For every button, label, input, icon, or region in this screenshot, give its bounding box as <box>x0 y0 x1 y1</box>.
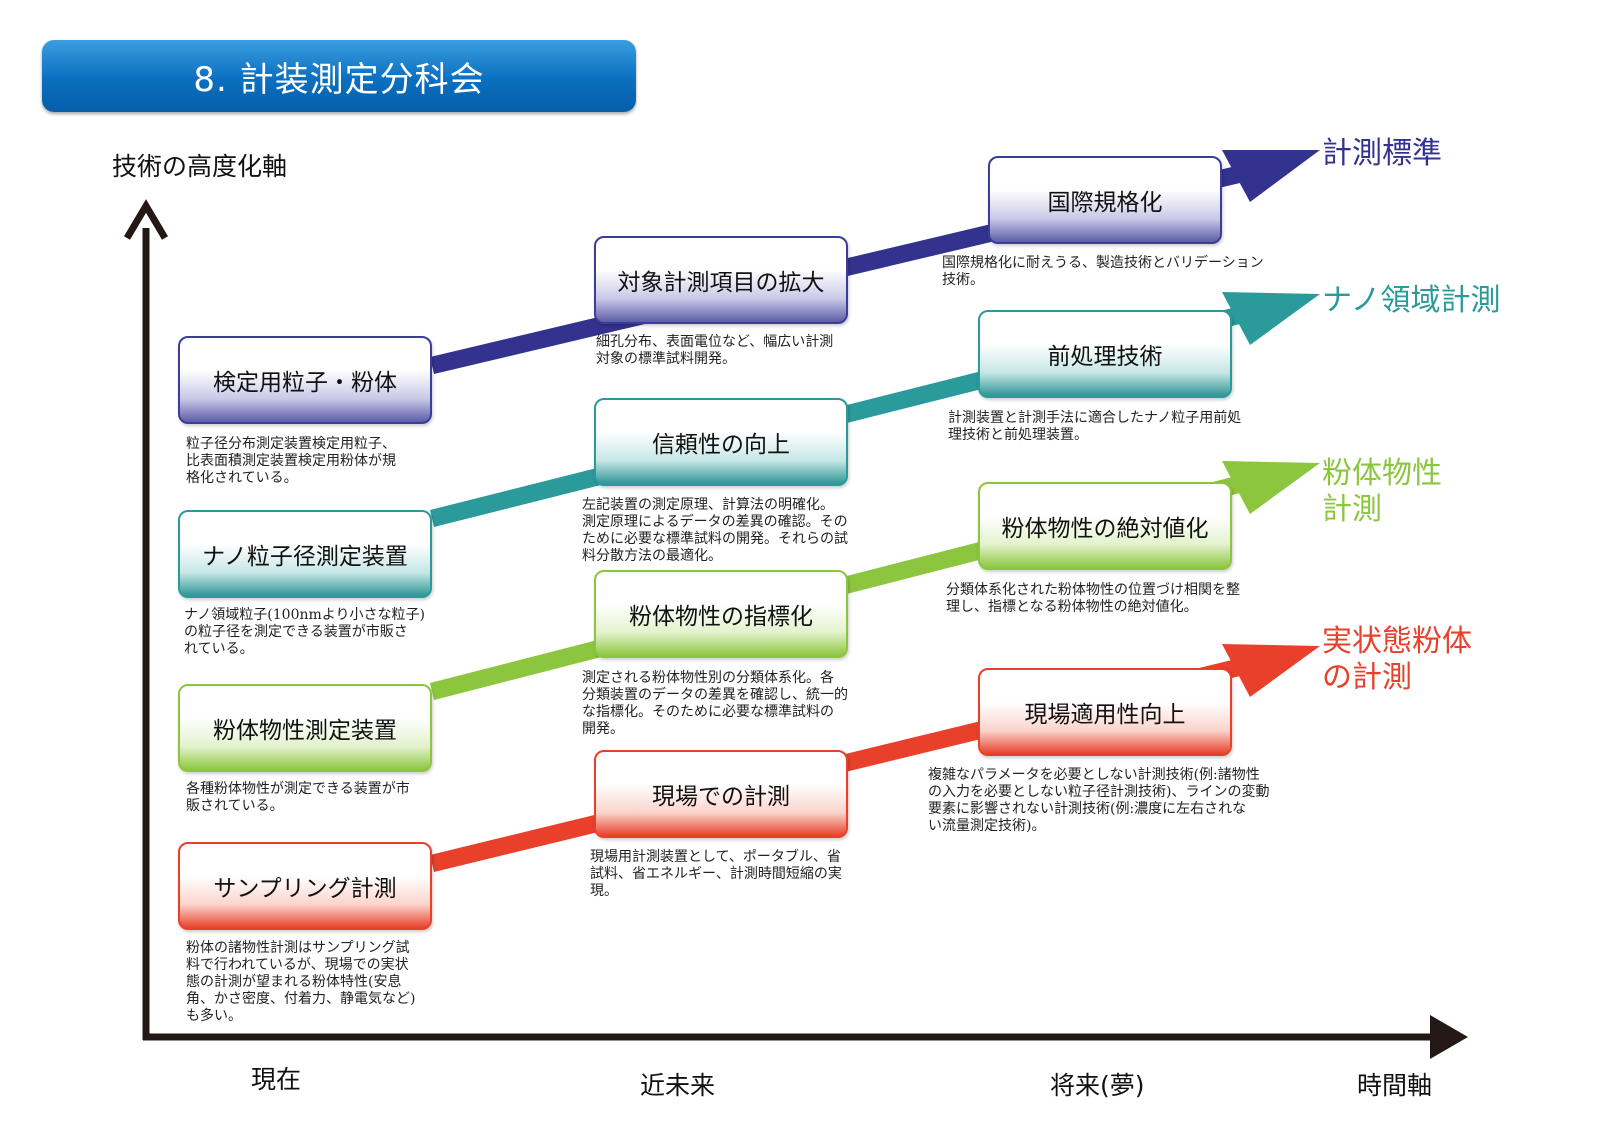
desc-line: 料で行われているが、現場での実状 <box>186 957 409 973</box>
desc-line: 技術。 <box>942 272 984 288</box>
desc-teal-2: 計測装置と計測手法に適合したナノ粒子用前処 理技術と前処理装置。 <box>948 410 1241 444</box>
desc-line: 左記装置の測定原理、計算法の明確化。 <box>582 497 834 513</box>
stage-label-near-future: 近未来 <box>640 1071 716 1100</box>
goal-measurement-standard: 計測標準 <box>1322 136 1442 171</box>
desc-line: 細孔分布、表面電位など、幅広い計測 <box>596 334 834 350</box>
node-onsite-measurement: 現場での計測 <box>594 750 848 838</box>
track-arrow-teal-head <box>1222 292 1320 345</box>
node-reliability-improvement: 信頼性の向上 <box>594 398 848 486</box>
stage-label-present: 現在 <box>251 1065 302 1094</box>
axes <box>123 199 1468 1059</box>
desc-line: 販されている。 <box>186 798 284 814</box>
x-axis-arrowhead <box>1430 1015 1468 1059</box>
desc-line: 開発。 <box>582 721 624 737</box>
y-axis-arrowhead <box>123 199 169 240</box>
desc-line: 現場用計測装置として、ポータブル、省 <box>590 849 841 865</box>
node-pretreatment-technology: 前処理技術 <box>978 310 1232 398</box>
desc-line: も多い。 <box>186 1008 242 1024</box>
desc-line: 態の計測が望まれる粉体特性(安息 <box>186 974 402 990</box>
desc-line: 複雑なパラメータを必要としない計測技術(例:諸物性 <box>928 767 1260 783</box>
desc-line: れている。 <box>184 641 254 657</box>
desc-line: 分類体系化された粉体物性の位置づけ相関を整 <box>946 582 1240 598</box>
stage-label-future: 将来(夢) <box>1050 1071 1145 1100</box>
desc-line: 要素に影響されない計測技術(例:濃度に左右されな <box>928 801 1247 817</box>
desc-line: ナノ領域粒子(100nmより小さな粒子) <box>184 607 425 623</box>
y-axis-label: 技術の高度化軸 <box>112 152 288 181</box>
goal-powder-property-measurement: 粉体物性 計測 <box>1322 456 1442 527</box>
node-powder-property-absolute-values: 粉体物性の絶対値化 <box>978 482 1232 570</box>
desc-line: 理技術と前処理装置。 <box>948 427 1088 443</box>
track-arrow-red-head <box>1222 644 1320 697</box>
desc-line: 格化されている。 <box>186 470 298 486</box>
desc-red-0: 粉体の諸物性計測はサンプリング試 料で行われているが、現場での実状 態の計測が望… <box>186 940 415 1025</box>
node-onsite-applicability: 現場適用性向上 <box>978 668 1232 756</box>
desc-line: の入力を必要としない粒子径計測技術)、ラインの変動 <box>928 784 1270 800</box>
desc-line: 理し、指標となる粉体物性の絶対値化。 <box>946 599 1198 615</box>
desc-line: 粒子径分布測定装置検定用粒子、 <box>186 436 396 452</box>
desc-blue-0: 粒子径分布測定装置検定用粒子、 比表面積測定装置検定用粉体が規 格化されている。 <box>186 436 396 487</box>
desc-line: 対象の標準試料開発。 <box>596 351 736 367</box>
node-calibration-particles: 検定用粒子・粉体 <box>178 336 432 424</box>
track-arrow-blue-head <box>1222 150 1320 202</box>
desc-line: の粒子径を測定できる装置が市販さ <box>184 624 408 640</box>
goal-nano-region-measurement: ナノ領域計測 <box>1322 283 1501 318</box>
desc-green-1: 測定される粉体物性別の分類体系化。各 分類装置のデータの差異を確認し、統一的 な… <box>582 670 848 738</box>
desc-blue-1: 細孔分布、表面電位など、幅広い計測 対象の標準試料開発。 <box>596 334 833 368</box>
goal-real-state-powder-measurement: 実状態粉体 の計測 <box>1322 624 1472 695</box>
desc-green-0: 各種粉体物性が測定できる装置が市 販されている。 <box>186 781 410 815</box>
desc-line: 計測装置と計測手法に適合したナノ粒子用前処 <box>948 410 1242 426</box>
desc-line: 試料、省エネルギー、計測時間短縮の実 <box>590 866 842 882</box>
desc-line: 比表面積測定装置検定用粉体が規 <box>186 453 396 469</box>
desc-teal-0: ナノ領域粒子(100nmより小さな粒子) の粒子径を測定できる装置が市販さ れて… <box>184 607 425 658</box>
desc-blue-2: 国際規格化に耐えうる、製造技術とバリデーション 技術。 <box>942 255 1264 289</box>
desc-line: 測定原理によるデータの差異の確認。その <box>582 514 848 530</box>
desc-line: ために必要な標準試料の開発。それらの試 <box>582 531 848 547</box>
desc-red-2: 複雑なパラメータを必要としない計測技術(例:諸物性 の入力を必要としない粒子径計… <box>928 767 1269 835</box>
desc-line: 国際規格化に耐えうる、製造技術とバリデーション <box>942 255 1264 271</box>
desc-red-1: 現場用計測装置として、ポータブル、省 試料、省エネルギー、計測時間短縮の実 現。 <box>590 849 842 900</box>
desc-line: 角、かさ密度、付着力、静電気など) <box>186 991 416 1007</box>
node-expand-measurement-items: 対象計測項目の拡大 <box>594 236 848 324</box>
node-international-standardization: 国際規格化 <box>988 156 1222 244</box>
node-nano-particle-sizer: ナノ粒子径測定装置 <box>178 510 432 598</box>
desc-line: 測定される粉体物性別の分類体系化。各 <box>582 670 834 686</box>
desc-line: 分類装置のデータの差異を確認し、統一的 <box>582 687 848 703</box>
desc-line: 各種粉体物性が測定できる装置が市 <box>186 781 410 797</box>
node-powder-property-instruments: 粉体物性測定装置 <box>178 684 432 772</box>
page-title: 8. 計装測定分科会 <box>42 40 636 112</box>
node-powder-property-indexing: 粉体物性の指標化 <box>594 570 848 658</box>
desc-line: 料分散方法の最適化。 <box>582 548 722 564</box>
desc-line: な指標化。そのために必要な標準試料の <box>582 704 834 720</box>
desc-line: い流量測定技術)。 <box>928 818 1046 834</box>
desc-teal-1: 左記装置の測定原理、計算法の明確化。 測定原理によるデータの差異の確認。その た… <box>582 497 848 565</box>
desc-line: 粉体の諸物性計測はサンプリング試 <box>186 940 410 956</box>
desc-line: 現。 <box>590 883 618 899</box>
x-axis-label: 時間軸 <box>1357 1071 1433 1100</box>
desc-green-2: 分類体系化された粉体物性の位置づけ相関を整 理し、指標となる粉体物性の絶対値化。 <box>946 582 1240 616</box>
track-arrow-green-head <box>1222 461 1320 514</box>
node-sampling-measurement: サンプリング計測 <box>178 842 432 930</box>
